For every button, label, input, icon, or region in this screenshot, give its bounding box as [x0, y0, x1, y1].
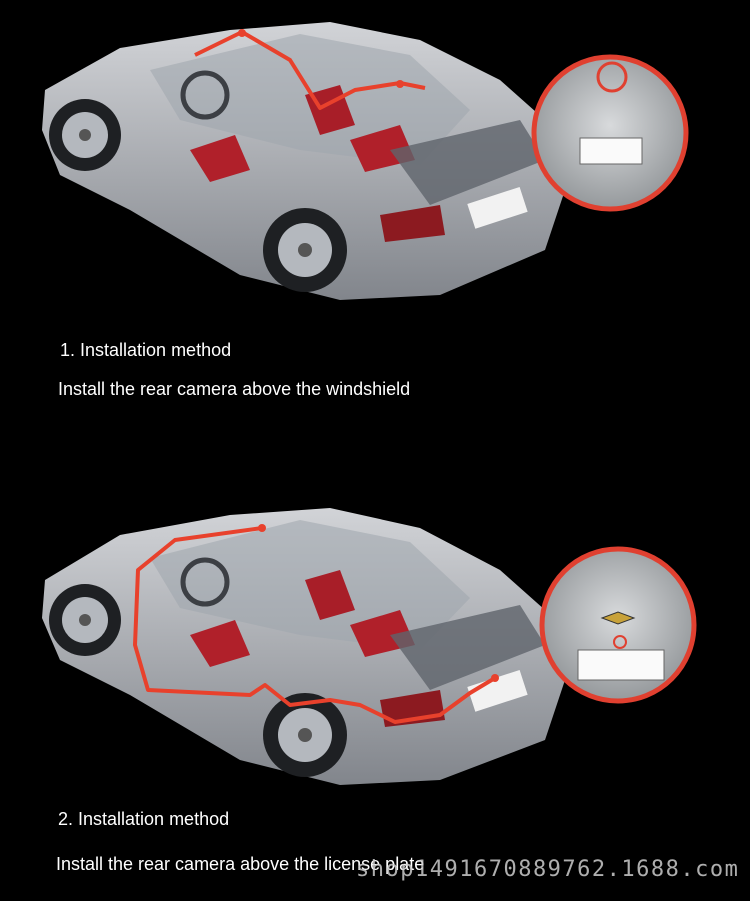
method-title-2: 2. Installation method [58, 809, 230, 829]
car-cutaway-illustration-1 [42, 22, 689, 300]
front-wheel [49, 584, 121, 656]
installation-section-2: 2. Installation method Install the rear … [0, 490, 750, 890]
camera-mount-callout-2 [539, 546, 697, 704]
rear-wheel [263, 208, 347, 292]
method-description-1: Install the rear camera above the windsh… [58, 379, 411, 399]
shop-watermark: shop1491670889762.1688.com [356, 857, 740, 882]
method-description-2: Install the rear camera above the licens… [56, 854, 425, 874]
installation-section-1: 1. Installation method Install the rear … [0, 0, 750, 420]
camera-wire-route-2 [133, 526, 497, 724]
rear-wheel [263, 693, 347, 777]
front-wheel [49, 99, 121, 171]
camera-mount-callout-1 [531, 54, 689, 212]
car-cutaway-illustration-2 [42, 508, 697, 785]
brand-emblem-icon [600, 611, 636, 625]
method-title-1: 1. Installation method [60, 340, 232, 360]
